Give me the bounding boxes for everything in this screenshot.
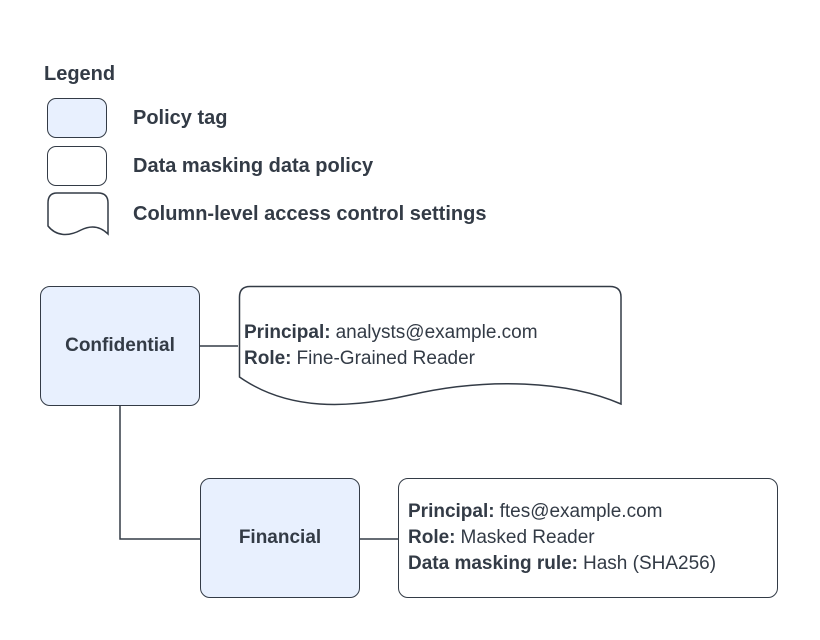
policy-tag-financial-label: Financial (238, 527, 322, 548)
field-label: Principal: (244, 322, 331, 343)
field-label: Role: (408, 527, 456, 548)
field-value: Hash (SHA256) (583, 553, 717, 574)
policy-tag-financial: Financial (200, 478, 360, 598)
policy-tag-confidential-label: Confidential (65, 335, 175, 356)
legend-label-column-access-settings: Column-level access control settings (133, 203, 487, 225)
legend-title: Legend (44, 63, 116, 85)
field-label: Data masking rule: (408, 553, 578, 574)
data-policy-masking-rule: Data masking rule:Hash (SHA256) (408, 551, 777, 577)
legend-swatch-column-access-settings (47, 192, 109, 236)
field-value: Masked Reader (460, 527, 595, 548)
access-settings-role: Role:Fine-Grained Reader (244, 346, 614, 372)
legend-swatch-policy-tag (47, 98, 107, 138)
data-policy-box: Principal:ftes@example.com Role:Masked R… (398, 478, 778, 598)
legend-label-data-masking-policy: Data masking data policy (133, 155, 374, 177)
field-label: Role: (244, 348, 292, 369)
policy-tag-confidential: Confidential (40, 286, 200, 406)
legend-swatch-data-masking-policy (47, 146, 107, 186)
access-settings-shape (238, 285, 622, 406)
legend-label-policy-tag: Policy tag (133, 107, 228, 129)
data-policy-role: Role:Masked Reader (408, 525, 777, 551)
field-label: Principal: (408, 501, 495, 522)
access-settings-principal: Principal:analysts@example.com (244, 320, 614, 346)
field-value: analysts@example.com (335, 322, 538, 343)
field-value: Fine-Grained Reader (296, 348, 475, 369)
data-policy-principal: Principal:ftes@example.com (408, 499, 777, 525)
connector-confidential-to-financial (119, 406, 200, 540)
access-settings-note: Principal:analysts@example.com Role:Fine… (244, 288, 614, 404)
field-value: ftes@example.com (499, 501, 663, 522)
